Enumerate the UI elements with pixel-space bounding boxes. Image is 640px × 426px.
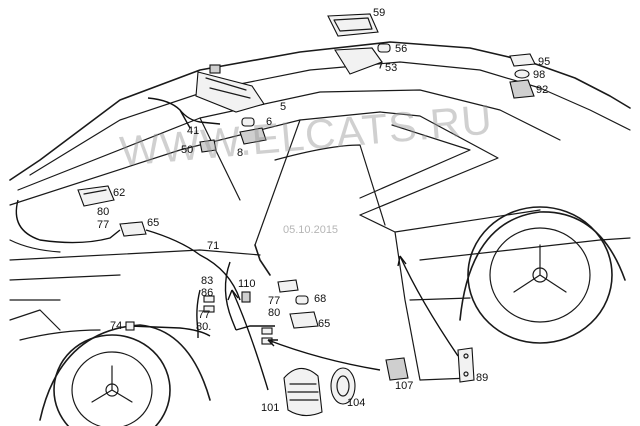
- rear-lamp-95: [509, 53, 536, 67]
- clip-50: [199, 139, 217, 153]
- watermark-date: 05.10.2015: [283, 224, 339, 236]
- leader-arrows: [227, 255, 459, 391]
- callout-41: 41: [187, 125, 200, 137]
- interior-light-assembly-5: [195, 64, 265, 113]
- wire-71: [15, 199, 241, 301]
- callout-8: 8: [237, 147, 244, 159]
- callout-107: 107: [395, 380, 414, 392]
- wire-harness-41: [147, 97, 221, 129]
- grommet-104: [330, 367, 356, 405]
- socket-8: [239, 127, 267, 145]
- callout-95: 95: [538, 56, 551, 68]
- callout-89: 89: [476, 372, 489, 384]
- callout-80-low: 80.: [196, 321, 212, 333]
- bulb-56: [377, 43, 391, 53]
- bulb-6: [241, 117, 255, 127]
- car-body-outline: [9, 41, 631, 426]
- lamp-65-left: [119, 221, 147, 237]
- callout-56: 56: [395, 43, 408, 55]
- callout-65-left: 65: [147, 217, 160, 229]
- roof-lamp-53: [334, 47, 383, 75]
- callout-6: 6: [266, 116, 273, 128]
- callout-62: 62: [113, 187, 126, 199]
- callout-74: 74: [110, 320, 123, 332]
- connector-110: [241, 279, 299, 303]
- callout-80-mid: 80: [268, 307, 281, 319]
- callout-104: 104: [347, 397, 366, 409]
- lamp-65-right: [289, 311, 319, 329]
- callout-5: 5: [280, 101, 287, 113]
- harness-83-86: [196, 261, 275, 338]
- switch-107: [385, 357, 409, 381]
- contact-switch-89: [457, 347, 475, 383]
- lamp-housing-92: [509, 79, 535, 99]
- callout-92: 92: [536, 84, 549, 96]
- callout-71: 71: [207, 240, 220, 252]
- bulb-68: [295, 295, 309, 305]
- callout-77-low: 77: [198, 309, 211, 321]
- door-lamp-62: [77, 185, 115, 207]
- callout-77: 77: [97, 219, 110, 231]
- callout-65-right: 65: [318, 318, 331, 330]
- callout-50: 50: [181, 144, 194, 156]
- wire-74: [125, 321, 211, 337]
- bulb-98: [514, 69, 530, 79]
- boot-seal-101: [283, 367, 323, 417]
- callout-86: 86: [201, 287, 214, 299]
- callout-68: 68: [314, 293, 327, 305]
- callout-53: 53: [385, 62, 398, 74]
- callout-101: 101: [261, 402, 280, 414]
- callout-110: 110: [238, 278, 256, 290]
- callout-83: 83: [201, 275, 214, 287]
- callout-98: 98: [533, 69, 546, 81]
- callout-77-mid: 77: [268, 295, 281, 307]
- overhead-console-59: [327, 13, 379, 37]
- callout-80: 80: [97, 206, 110, 218]
- callout-59: 59: [373, 7, 386, 19]
